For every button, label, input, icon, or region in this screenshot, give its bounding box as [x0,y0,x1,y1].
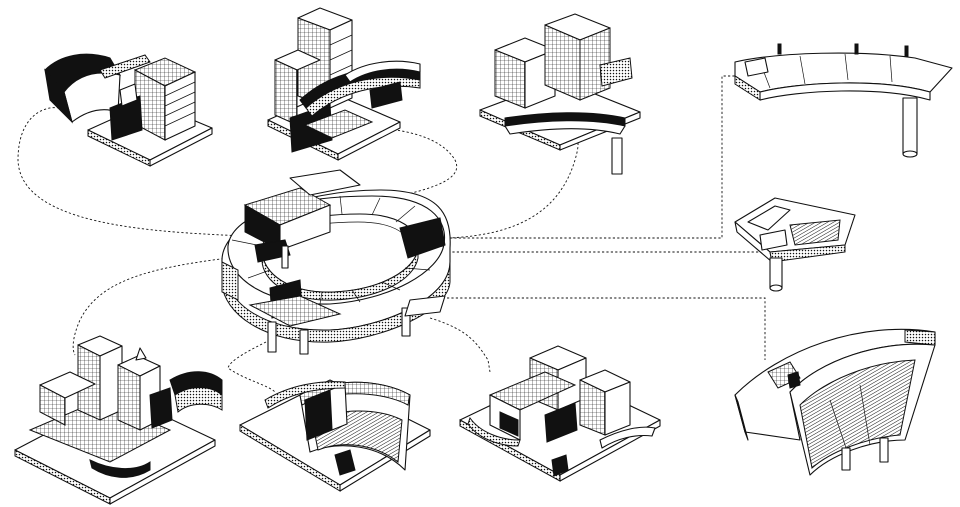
building-top-right [479,13,641,175]
link-top-center [379,127,458,201]
fragment-seating-bowl [734,328,936,476]
link-seating-bowl [315,297,766,360]
building-top-left [44,53,213,167]
connection-lines [17,75,766,393]
fragment-curved-deck [734,43,953,158]
link-bottom-center [227,339,276,393]
building-top-center [267,7,421,161]
link-curved-deck [450,75,735,239]
central-ring-building [221,169,451,355]
link-top-right [447,134,579,239]
building-bottom-center [239,379,431,492]
link-bottom-right [429,317,491,373]
fragment-staircase-box [734,197,856,292]
link-top-left [17,107,246,237]
building-bottom-right [459,345,661,482]
building-bottom-left [14,335,223,505]
